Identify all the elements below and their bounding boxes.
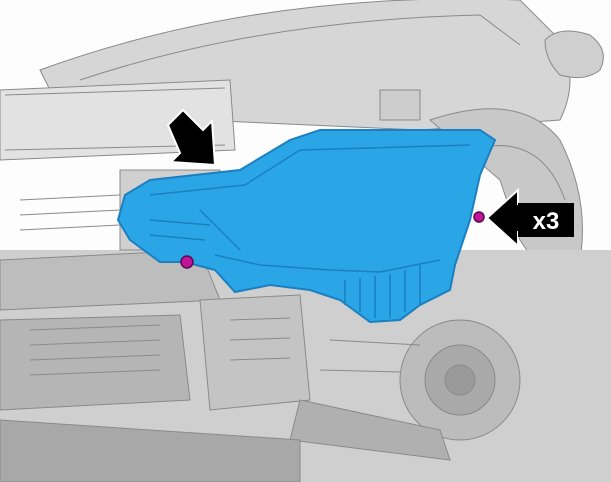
- fastener-marker: [473, 211, 485, 223]
- fastener-marker: [180, 255, 194, 269]
- callout-x3: x3: [485, 187, 574, 249]
- fastener-markers: [180, 211, 485, 269]
- arrow-pointing-down-right-icon: [166, 108, 217, 167]
- callout-multiplier-label: x3: [533, 208, 560, 235]
- callout-box: [518, 203, 574, 237]
